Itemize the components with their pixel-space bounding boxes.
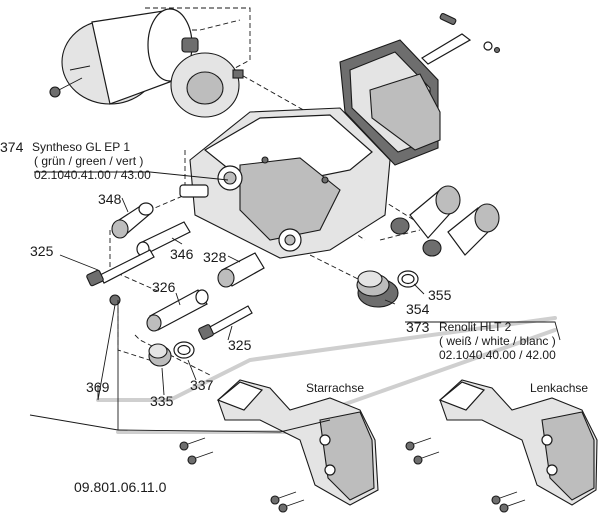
guide-bolt-325-left-icon xyxy=(86,249,155,287)
bottom-part-number: 09.801.06.11.0 xyxy=(74,479,167,495)
callout-354: 354 xyxy=(406,301,430,317)
callout-355: 355 xyxy=(428,287,452,303)
callout-325-left: 325 xyxy=(30,243,54,259)
brake-chamber-icon xyxy=(49,8,244,118)
carrier-fixed-axle-icon xyxy=(179,379,379,513)
pad-retainer-icon xyxy=(421,13,501,65)
callout-337: 337 xyxy=(190,377,214,393)
callout-346: 346 xyxy=(170,246,194,262)
callout-374-color: ( grün / green / vert ) xyxy=(34,154,144,168)
bolts-right xyxy=(405,437,526,513)
callout-348: 348 xyxy=(98,191,122,207)
rubber-boots-icon xyxy=(379,185,500,257)
callout-373-part-number: 02.1040.40.00 / 42.00 xyxy=(439,348,556,362)
carrier-label-steering-axle: Lenkachse xyxy=(530,381,589,395)
caliper-housing-icon xyxy=(179,107,391,259)
cap-335-icon xyxy=(148,343,172,367)
brake-pads-icon xyxy=(339,39,441,166)
boot-354-icon xyxy=(356,270,399,308)
callout-369: 369 xyxy=(86,379,110,395)
callout-374-part-number: 02.1040.41.00 / 43.00 xyxy=(34,168,151,182)
callout-374-lubricant: Syntheso GL EP 1 xyxy=(32,140,131,154)
bushing-348-icon xyxy=(111,202,154,239)
callout-335: 335 xyxy=(150,393,174,409)
callout-373-lubricant: Renolit HLT 2 xyxy=(439,320,512,334)
sleeve-328-icon xyxy=(217,252,265,288)
grease-cap-369-icon xyxy=(109,294,121,306)
callout-373-color: ( weiß / white / blanc ) xyxy=(439,334,556,348)
guide-pin-326-icon xyxy=(146,289,209,332)
callout-leaders xyxy=(29,171,561,433)
guide-bolt-325-right-icon xyxy=(198,305,253,340)
seal-ring-337-icon xyxy=(173,341,195,359)
carrier-steering-axle-icon xyxy=(405,379,598,513)
carrier-label-fixed-axle: Starrachse xyxy=(306,381,365,395)
seal-ring-355-icon xyxy=(397,270,419,288)
callout-326: 326 xyxy=(152,279,176,295)
bolts-left xyxy=(179,437,305,513)
callout-373: 373 xyxy=(406,319,430,335)
callout-328: 328 xyxy=(203,249,227,265)
callout-374: 374 xyxy=(0,139,24,155)
callout-325-right: 325 xyxy=(228,337,252,353)
